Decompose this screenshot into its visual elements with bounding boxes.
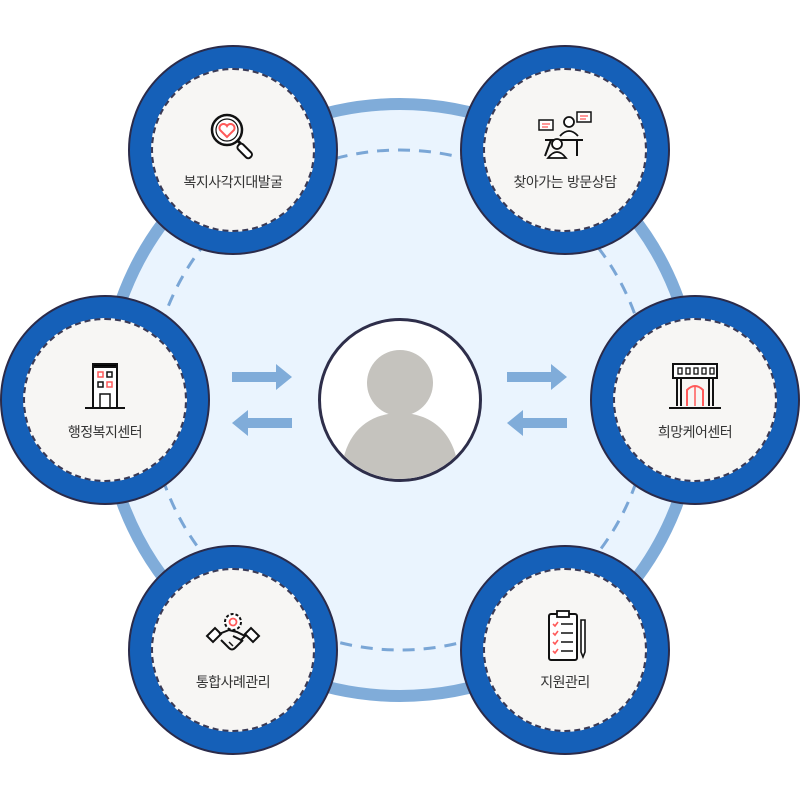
node-inner: 통합사례관리 [151,568,315,732]
node-label: 행정복지센터 [67,425,143,441]
node-admin-welfare-center[interactable]: 행정복지센터 [0,295,210,505]
care-center-icon [669,363,721,409]
node-inner: 행정복지센터 [23,318,187,482]
arrow-right-icon [507,364,567,390]
node-support-management[interactable]: 지원관리 [460,545,670,755]
magnifier-heart-icon [210,113,253,160]
node-label: 통합사례관리 [195,675,271,691]
arrow-right-icon [232,364,292,390]
arrow-left-icon [232,410,292,436]
node-hope-care-center[interactable]: 희망케어센터 [590,295,800,505]
center-person [318,318,482,482]
node-welfare-blind-spot[interactable]: 복지사각지대발굴 [128,45,338,255]
counseling-icon [538,111,592,159]
node-inner: 지원관리 [483,568,647,732]
arrow-left-icon [507,410,567,436]
node-inner: 복지사각지대발굴 [151,68,315,232]
node-label: 희망케어센터 [657,425,733,441]
node-inner: 희망케어센터 [613,318,777,482]
checklist-icon [548,610,586,661]
node-case-management[interactable]: 통합사례관리 [128,545,338,755]
node-visiting-counsel[interactable]: 찾아가는 방문상담 [460,45,670,255]
building-icon [85,363,125,409]
node-label: 찾아가는 방문상담 [513,175,618,191]
person-avatar-icon [341,350,459,479]
node-label: 지원관리 [540,675,590,691]
handshake-gear-icon [205,613,261,651]
node-label: 복지사각지대발굴 [183,175,283,191]
node-inner: 찾아가는 방문상담 [483,68,647,232]
